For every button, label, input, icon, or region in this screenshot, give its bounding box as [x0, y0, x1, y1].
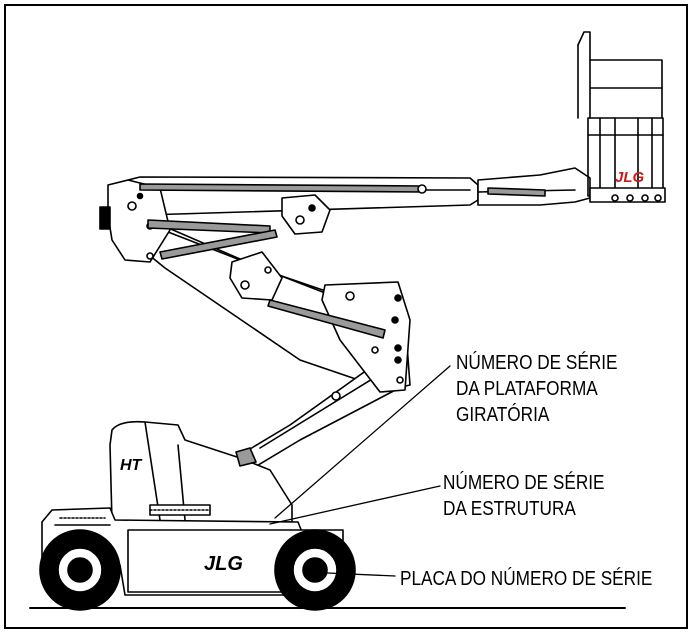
platform-basket	[577, 31, 666, 203]
label-frame-serial: NÚMERO DE SÉRIE DA ESTRUTURA	[443, 470, 605, 522]
label-turntable-line1: NÚMERO DE SÉRIE	[456, 352, 618, 374]
label-frame-line1: NÚMERO DE SÉRIE	[443, 472, 605, 494]
boom-root-plate	[99, 179, 171, 263]
leader-frame	[269, 485, 441, 525]
platform-logo-text: JLG	[615, 169, 645, 186]
label-turntable-line3: GIRATÓRIA	[456, 404, 550, 426]
rear-wheel	[274, 529, 356, 611]
label-turntable-line2: DA PLATAFORMA	[456, 378, 598, 400]
cab-logo-text: HT	[120, 457, 143, 474]
label-frame-line2: DA ESTRUTURA	[443, 498, 576, 520]
upper-pivot-plate	[281, 194, 331, 235]
leader-plate	[304, 571, 396, 577]
knuckle-plate-right	[321, 281, 411, 401]
label-turntable-serial: NÚMERO DE SÉRIE DA PLATAFORMA GIRATÓRIA	[456, 350, 618, 428]
label-serial-plate: PLACA DO NÚMERO DE SÉRIE	[400, 568, 653, 590]
jib-arm	[477, 167, 591, 206]
leader-turntable	[274, 365, 451, 519]
turntable-cab: HT	[109, 420, 293, 523]
hydraulic-cylinders	[139, 183, 546, 339]
chassis-logo-text: JLG	[204, 553, 243, 575]
front-wheel	[39, 529, 121, 611]
